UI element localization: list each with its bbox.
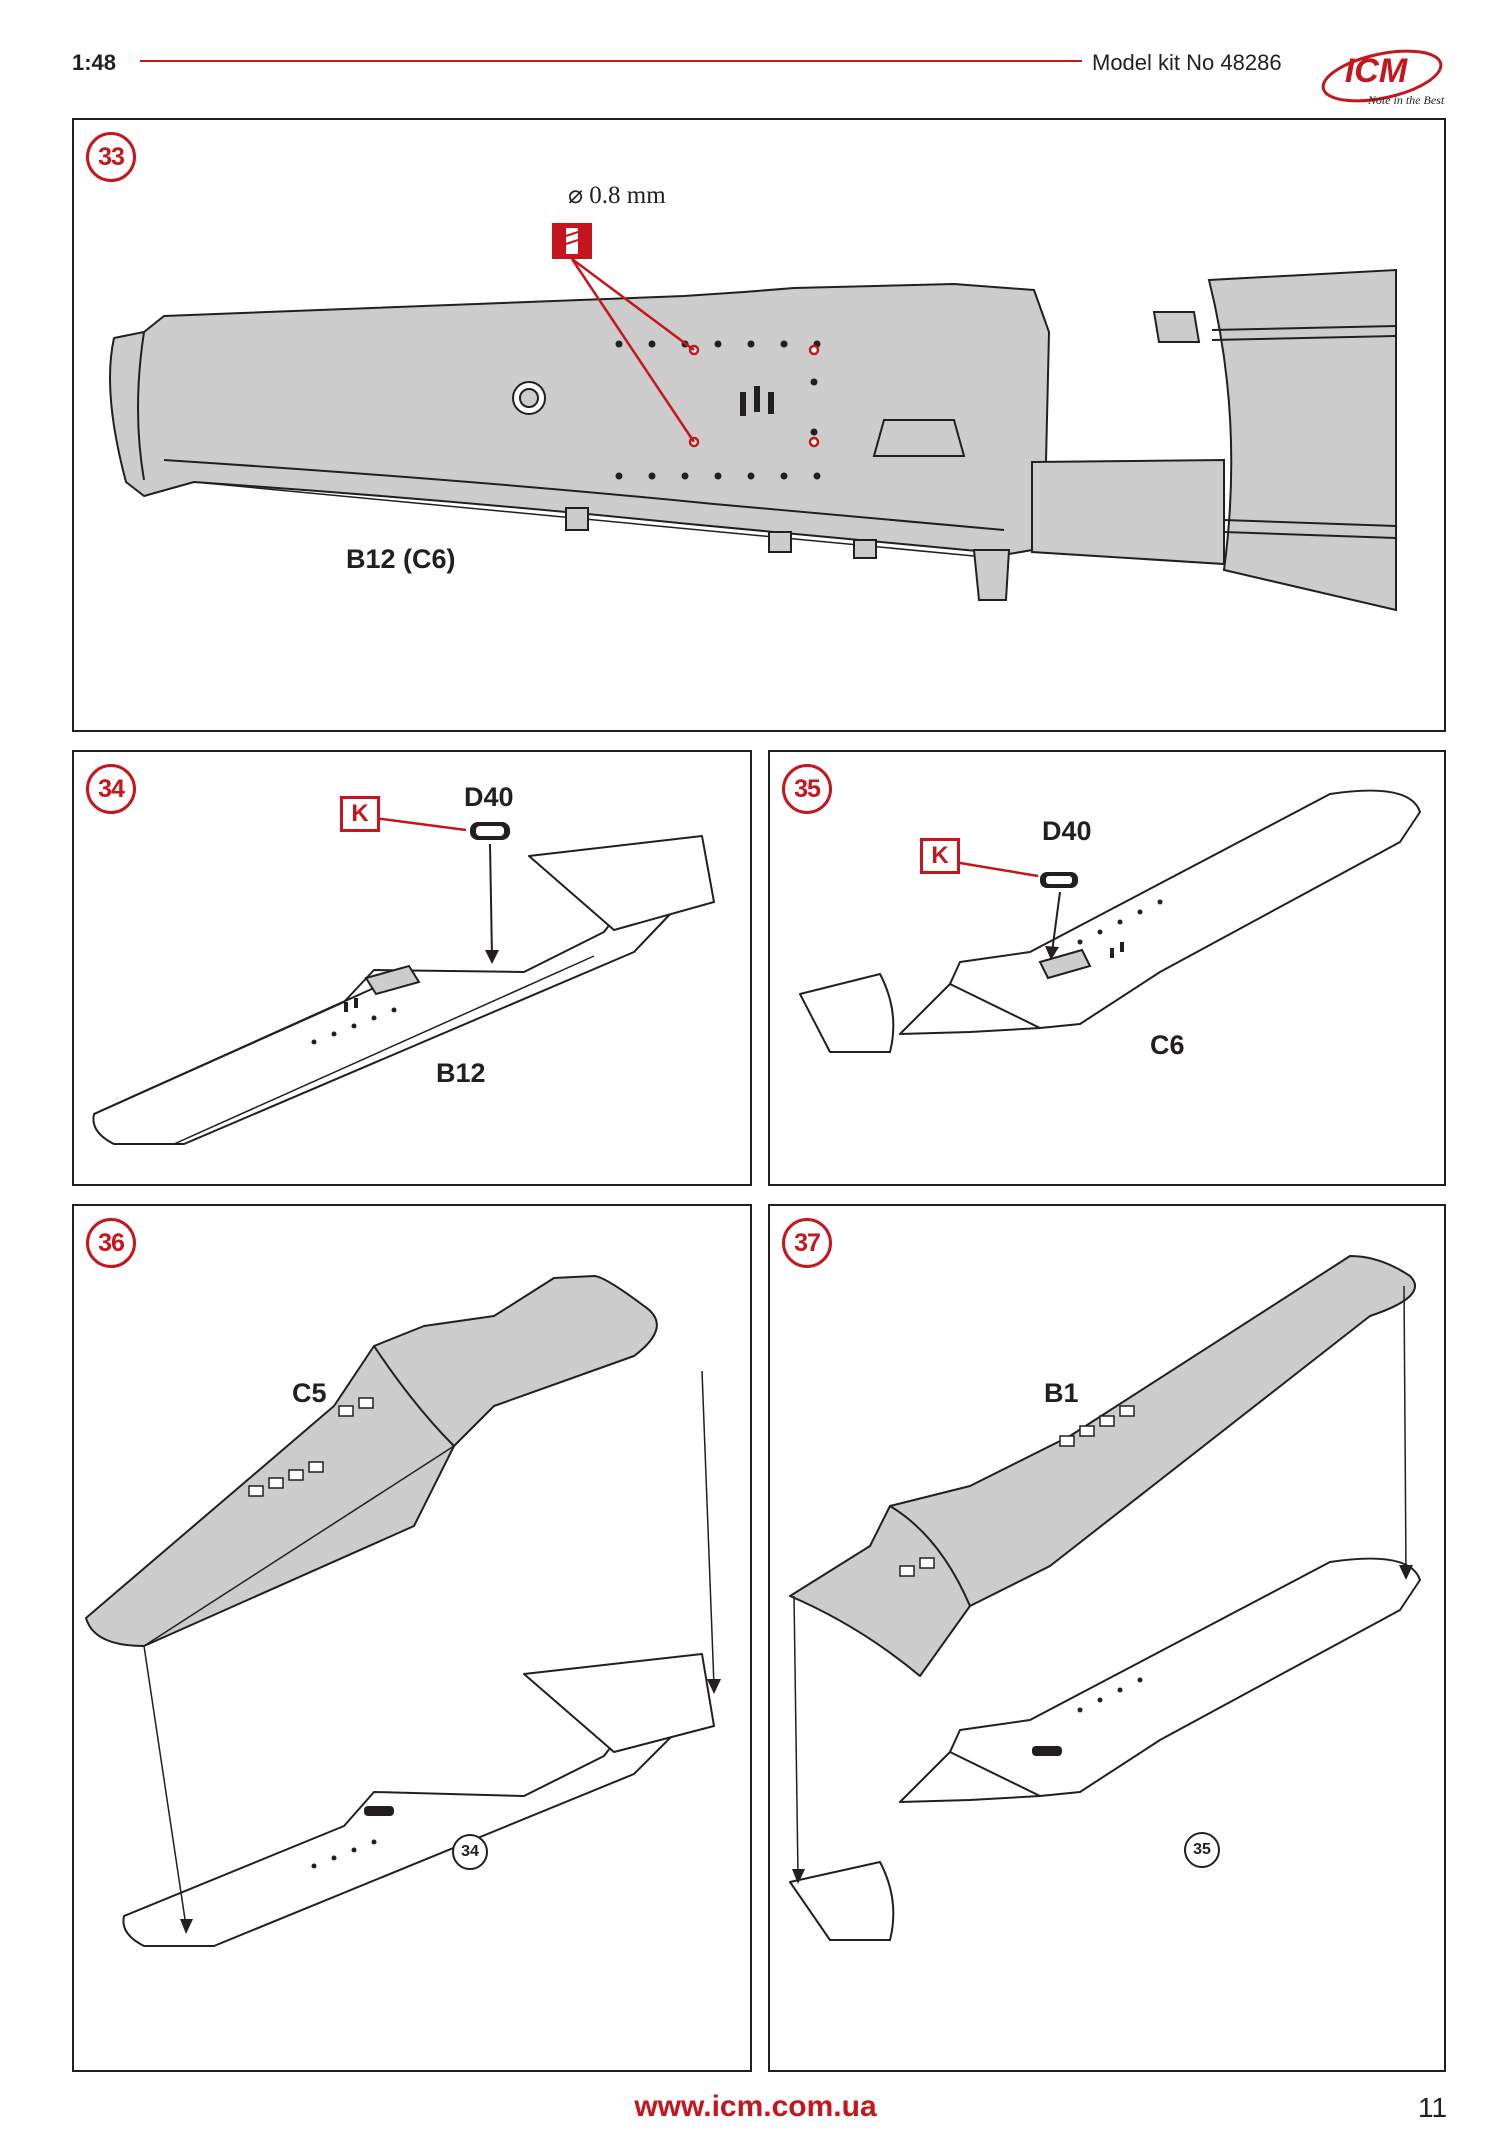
arrow-head xyxy=(792,1869,805,1884)
ref-step-34: 34 xyxy=(452,1834,488,1870)
step-34-panel: 34 K D40 B12 xyxy=(72,750,752,1186)
step-36-panel: 36 C5 34 xyxy=(72,1204,752,2072)
wing-part-c6-drawing xyxy=(799,789,1421,1053)
ref-step-35: 35 xyxy=(1184,1832,1220,1868)
logo-tagline: Note in the Best xyxy=(1367,93,1445,107)
part-d40-drawing xyxy=(364,964,421,996)
placement-arrow xyxy=(1051,891,1061,953)
arrow-head xyxy=(707,1679,721,1694)
hole-pattern xyxy=(1077,899,1163,958)
step-number-37: 37 xyxy=(782,1218,832,1268)
arrow-head xyxy=(1045,946,1059,960)
panel-hatches xyxy=(248,1397,374,1497)
part-label-b1: B1 xyxy=(1044,1378,1079,1408)
page-number: 11 xyxy=(1418,2092,1448,2123)
part-label-c6: C6 xyxy=(1150,1030,1185,1060)
step-35-panel: 35 K D40 C6 xyxy=(768,750,1446,1186)
step-35-drawing xyxy=(799,789,1421,1053)
wing-part-b12-drawing xyxy=(122,1653,715,1947)
step-37-drawing xyxy=(789,1255,1421,1941)
step-33-drawing xyxy=(109,223,1397,612)
hole-pattern xyxy=(1032,1677,1143,1756)
step-number-34: 34 xyxy=(86,764,136,814)
part-label-d40: D40 xyxy=(1042,816,1092,846)
icm-logo: ICM Note in the Best xyxy=(1318,46,1446,110)
wing-part-b12-drawing xyxy=(92,835,715,1145)
flap-drawing xyxy=(1031,268,1397,612)
placement-arrow xyxy=(489,843,493,958)
part-d40-detail xyxy=(470,822,510,840)
part-label-b12: B12 xyxy=(436,1058,486,1088)
footer-url[interactable]: www.icm.com.ua xyxy=(634,2090,877,2123)
kit-number: Model kit No 48286 xyxy=(1092,50,1282,75)
assembly-arrows xyxy=(793,1285,1407,1877)
k-leader-line xyxy=(373,816,467,832)
step-36-drawing xyxy=(85,1275,721,1947)
drill-size-label: ⌀ 0.8 mm xyxy=(568,182,666,209)
arrow-head xyxy=(180,1919,193,1934)
tab-drawing xyxy=(565,311,1201,601)
assembly-arrows xyxy=(143,1370,715,1927)
arrow-head xyxy=(485,950,499,964)
part-d40-detail xyxy=(1040,872,1078,888)
arrow-head xyxy=(1399,1565,1413,1580)
hole-pattern xyxy=(615,340,821,480)
logo-wordmark: ICM xyxy=(1345,52,1408,90)
wing-part-c5-drawing xyxy=(85,1275,658,1647)
step-37-panel: 37 B1 35 xyxy=(768,1204,1446,2072)
part-label-b12-c6: B12 (C6) xyxy=(346,544,456,574)
drill-bit-icon xyxy=(552,223,592,259)
header-rule xyxy=(140,60,1082,62)
step-number-33: 33 xyxy=(86,132,136,182)
scale-label: 1:48 xyxy=(72,50,117,75)
fitting-drawing xyxy=(512,381,546,415)
marker-k: K xyxy=(920,838,960,874)
marker-k: K xyxy=(340,796,380,832)
drill-leader-lines xyxy=(570,257,696,443)
hole-pattern xyxy=(311,998,397,1045)
step-number-36: 36 xyxy=(86,1218,136,1268)
part-d40-drawing xyxy=(1038,948,1092,980)
hole-pattern xyxy=(311,1806,394,1869)
part-label-c5: C5 xyxy=(292,1378,327,1408)
part-label-d40: D40 xyxy=(464,782,514,812)
panel-hatches xyxy=(899,1405,1135,1577)
step-number-35: 35 xyxy=(782,764,832,814)
step-34-drawing xyxy=(92,816,715,1145)
step-33-panel: 33 ⌀ 0.8 mm B12 (C6) xyxy=(72,118,1446,732)
wing-part-c6-drawing xyxy=(789,1557,1421,1941)
